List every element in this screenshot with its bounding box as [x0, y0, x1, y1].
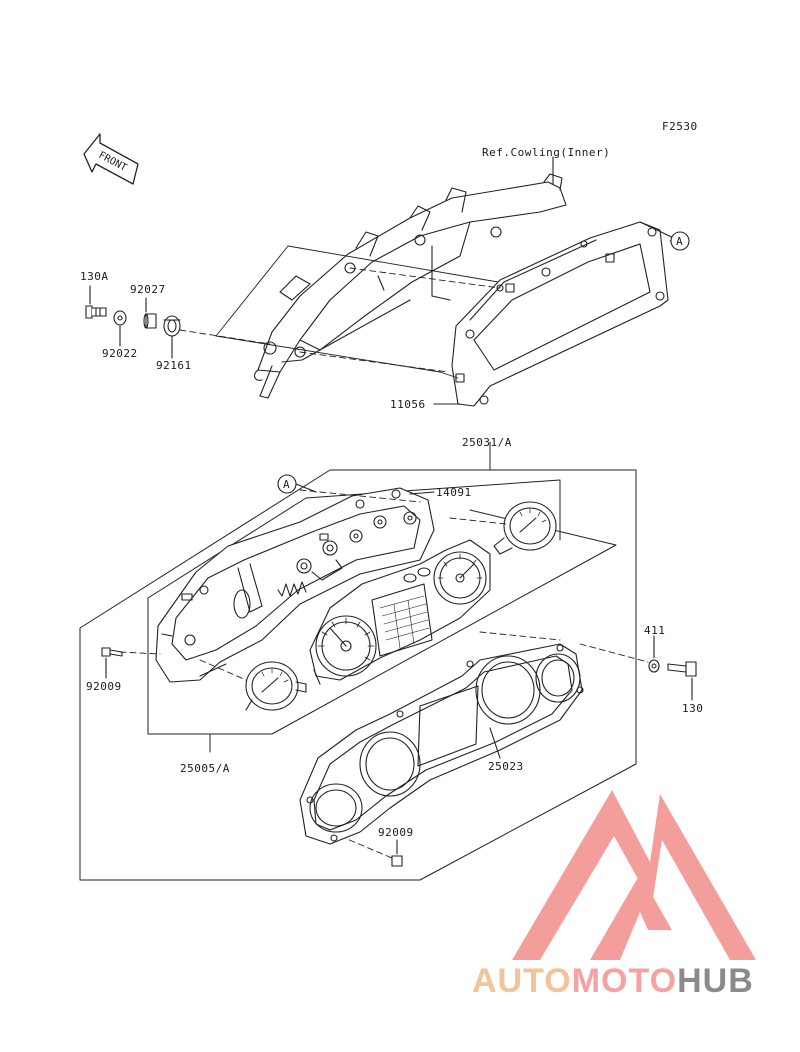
main-gauge-board — [309, 539, 491, 685]
part-11056: 11056 — [390, 398, 426, 411]
callout-a-lower: A — [283, 478, 290, 491]
meter-mount-frame — [451, 221, 681, 407]
part-14091: 14091 — [436, 486, 472, 499]
washer-411 — [648, 635, 660, 673]
callout-a-upper: A — [676, 235, 683, 248]
watermark-moto: MOTO — [571, 962, 678, 1000]
frame-bracket — [253, 173, 567, 399]
part-92009-left: 92009 — [86, 680, 122, 693]
watermark-hub: HUB — [677, 962, 754, 1000]
bolt-130 — [667, 661, 697, 701]
screw-92009-bottom — [391, 839, 403, 867]
rear-housing — [155, 487, 435, 683]
part-92027: 92027 — [130, 283, 166, 296]
logo-triangle-icon — [512, 790, 756, 960]
part-411: 411 — [644, 624, 666, 637]
part-25005A: 25005/A — [180, 762, 230, 775]
callout-a-lower-circle — [277, 474, 297, 494]
figure-code: F2530 — [662, 120, 698, 133]
part-25023: 25023 — [488, 760, 524, 773]
screw-92009-left — [101, 647, 123, 679]
watermark-auto: AUTO — [472, 962, 572, 1000]
left-small-gauge — [245, 661, 307, 711]
ref-cowling-label: Ref.Cowling(Inner) — [482, 146, 611, 159]
fastener-group — [85, 285, 181, 359]
front-cover — [299, 643, 584, 845]
leader-lines-lower — [119, 489, 649, 859]
part-25031A: 25031/A — [462, 436, 512, 449]
watermark-logo: AUTOMOTOHUB — [472, 962, 754, 1001]
part-130A: 130A — [80, 270, 109, 283]
right-small-gauge — [493, 501, 557, 555]
callout-a-upper-circle — [670, 231, 690, 251]
part-92022: 92022 — [102, 347, 138, 360]
part-92009-bottom: 92009 — [378, 826, 414, 839]
part-92161: 92161 — [156, 359, 192, 372]
front-arrow-icon: FRONT — [83, 133, 139, 185]
part-130: 130 — [682, 702, 704, 715]
